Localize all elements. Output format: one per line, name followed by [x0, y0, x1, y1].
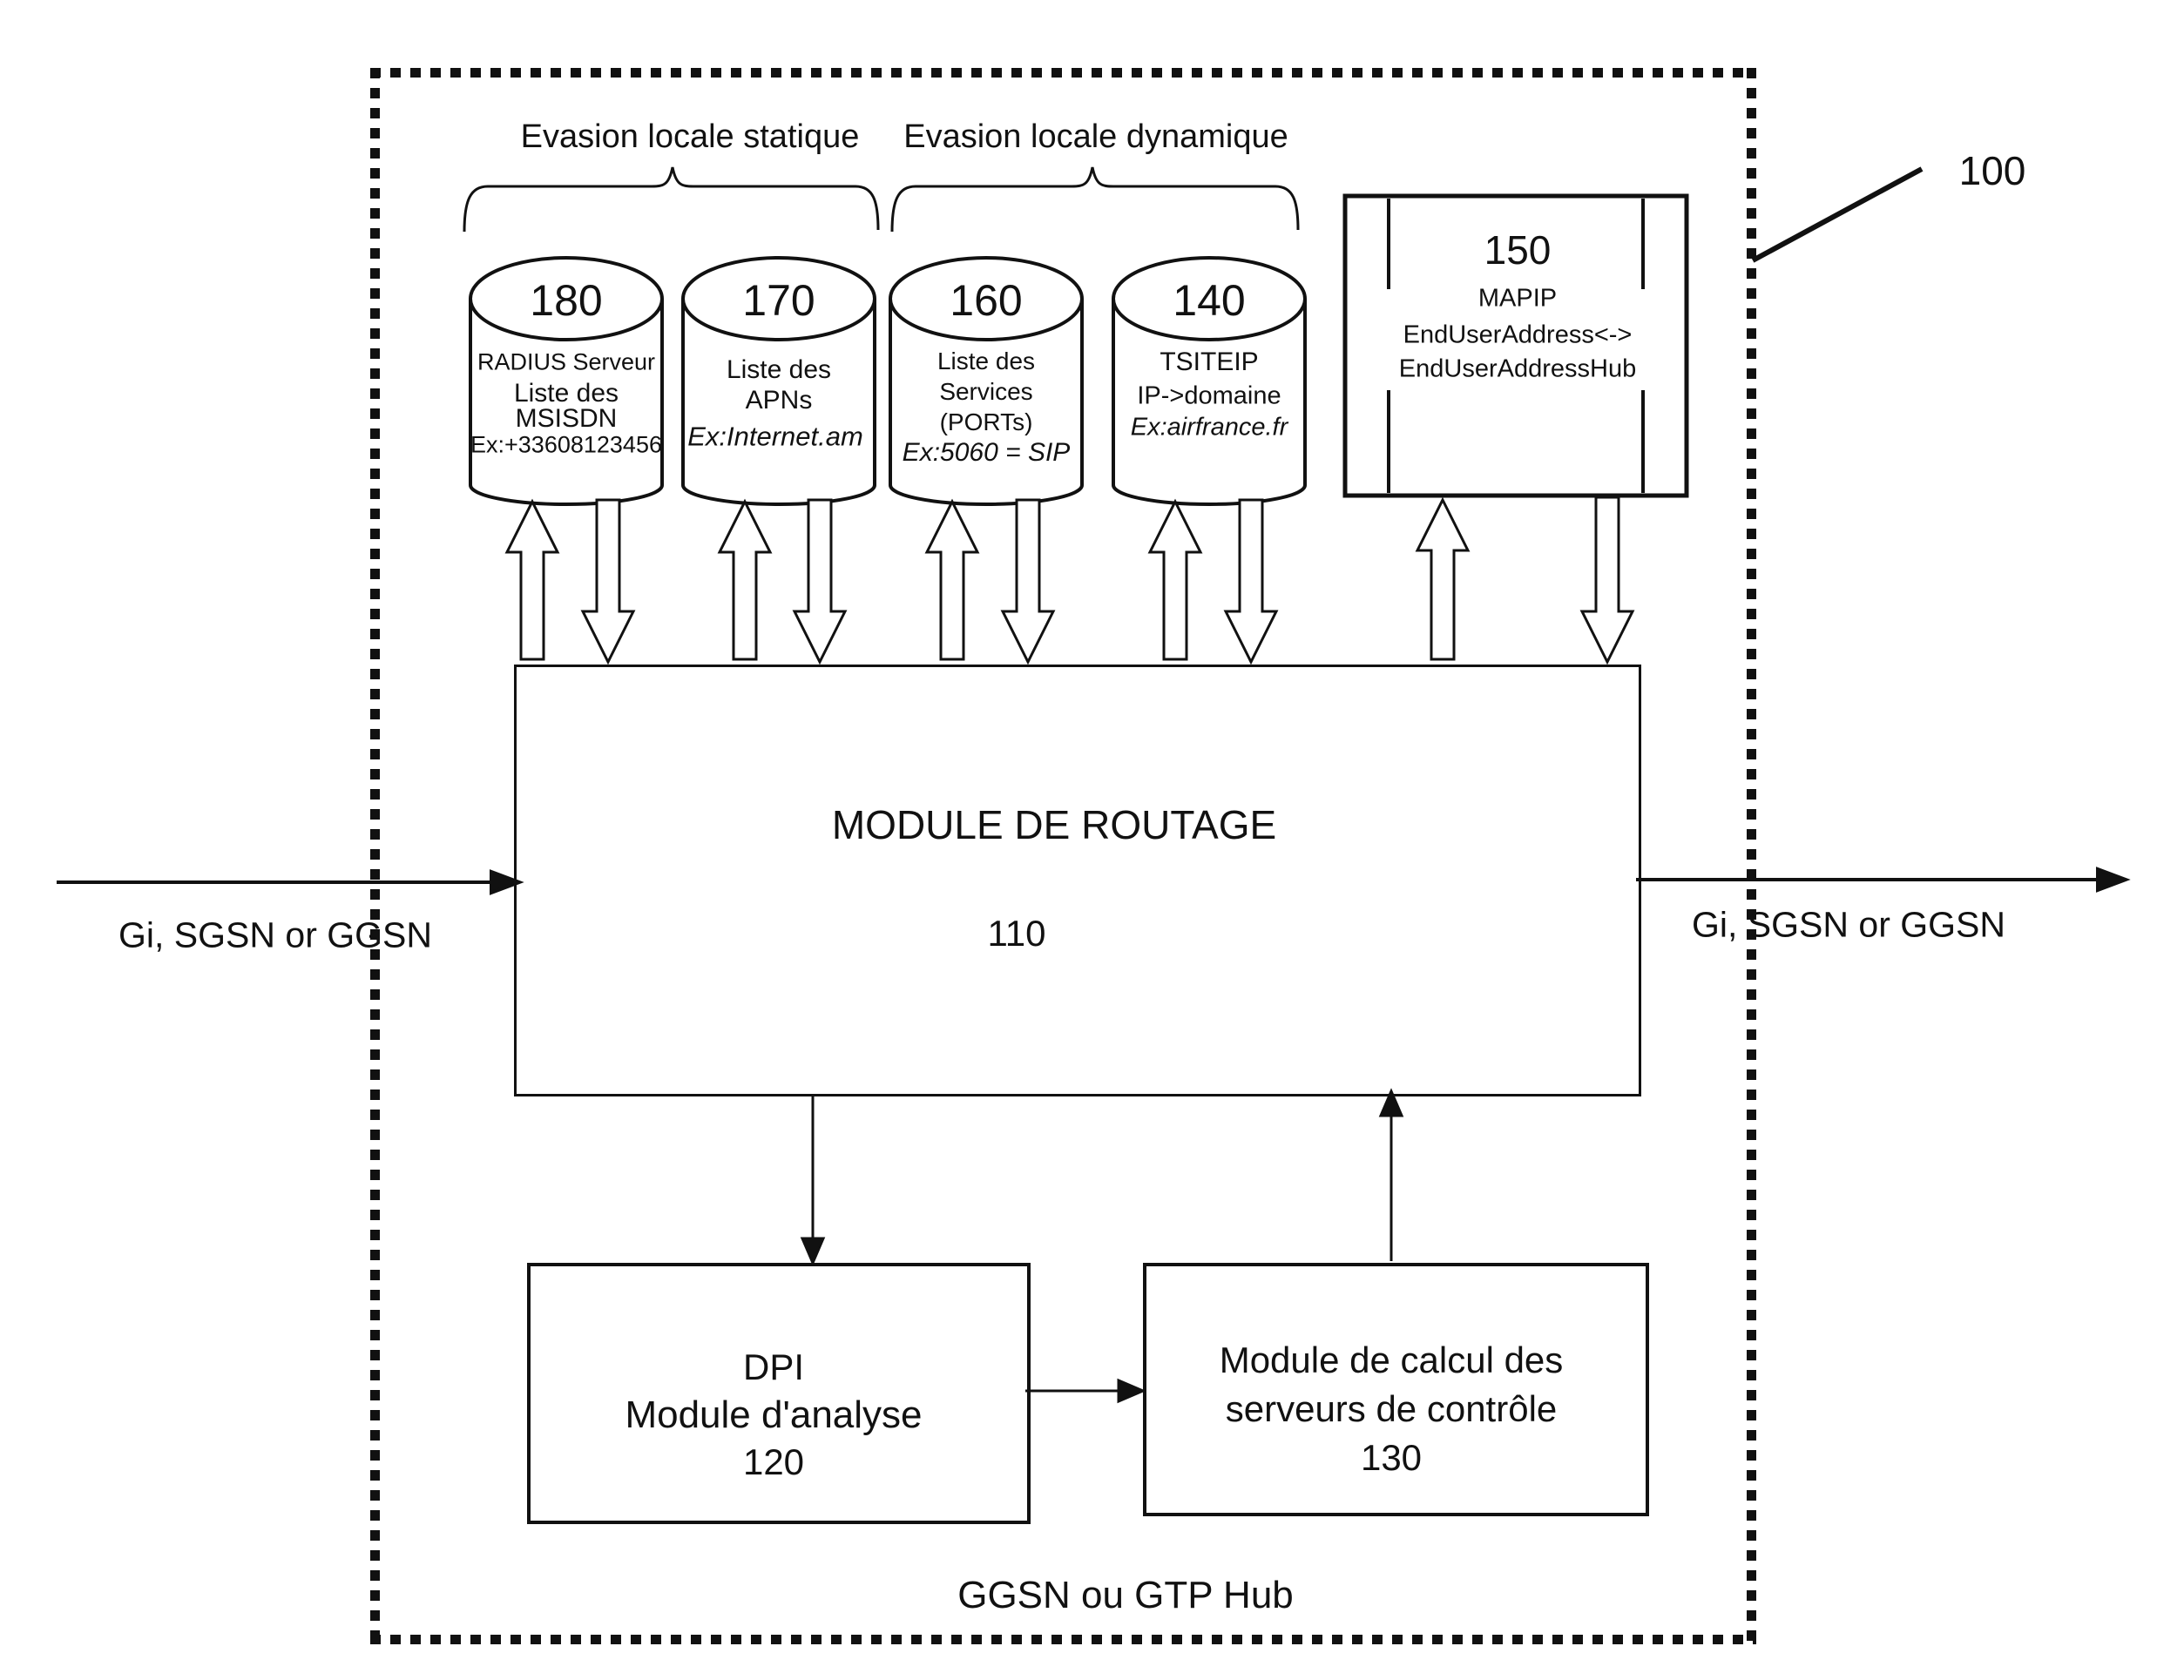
mapip-box-line2: EndUserAddress<-> [1403, 320, 1633, 349]
dpi-module-line1: DPI [742, 1346, 805, 1387]
down-arrow-180 [580, 498, 636, 665]
ggsn-hub-dashed-enclosure [370, 68, 1756, 1644]
enclosure-border-left [370, 68, 380, 1644]
mapip-box-line3: EndUserAddressHub [1398, 354, 1637, 383]
cylinder-180-shape [469, 256, 664, 506]
connector-dpi-to-calc [1025, 1378, 1146, 1404]
reference-leader-line [1751, 166, 1924, 263]
connector-calc-to-routing [1378, 1088, 1404, 1261]
figure-reference: 100 [1958, 148, 2026, 193]
cylinder-140-example: Ex:airfrance.fr [1130, 413, 1288, 442]
routing-module-title: MODULE DE ROUTAGE [831, 802, 1277, 847]
connector-routing-to-dpi [800, 1094, 826, 1266]
enclosure-border-top [370, 68, 1756, 78]
cylinder-170-line1: Liste des [726, 355, 832, 384]
up-arrow-170 [717, 498, 773, 661]
cylinder-140-shape [1112, 256, 1307, 506]
up-arrow-140 [1147, 498, 1203, 661]
cylinder-180-example: Ex:+33608123456 [470, 431, 662, 458]
cylinder-140-line1: TSITEIP [1160, 347, 1259, 376]
cylinder-180-line2: Liste des [513, 379, 619, 408]
cylinder-160-example: Ex:5060 = SIP [902, 438, 1071, 467]
flow-arrow-right [1636, 867, 2131, 893]
calc-module-ref: 130 [1360, 1437, 1423, 1478]
cylinder-140-ref: 140 [1173, 276, 1246, 325]
down-arrow-140 [1223, 498, 1279, 665]
routing-module-box [514, 665, 1641, 1096]
dpi-module-ref: 120 [742, 1441, 805, 1482]
cylinder-170-example: Ex:Internet.am [687, 421, 863, 452]
cylinder-160-line1: Liste des [936, 347, 1036, 374]
cylinder-170-shape [681, 256, 876, 506]
flow-label-left: Gi, SGSN or GGSN [118, 914, 432, 955]
cylinder-170-ref: 170 [742, 276, 815, 325]
enclosure-border-bottom [370, 1635, 1756, 1644]
calc-module-line1: Module de calcul des [1219, 1339, 1564, 1380]
up-arrow-160 [924, 498, 980, 661]
routing-module-ref: 110 [987, 913, 1046, 954]
label-evasion-statique: Evasion locale statique [520, 118, 860, 155]
calc-module-line2: serveurs de contrôle [1225, 1388, 1558, 1429]
brace-dynamic-group [890, 166, 1300, 233]
flow-arrow-left [57, 869, 524, 895]
cylinder-180-ref: 180 [530, 276, 603, 325]
dpi-module-box [527, 1263, 1031, 1524]
flow-label-right: Gi, SGSN or GGSN [1692, 904, 2005, 945]
down-arrow-170 [792, 498, 848, 665]
up-arrow-180 [504, 498, 560, 661]
mapip-box-shape [1342, 193, 1689, 498]
mapip-box-line1: MAPIP [1477, 284, 1558, 313]
cylinder-140-line2: IP->domaine [1137, 381, 1281, 410]
down-arrow-150 [1579, 496, 1635, 665]
cylinder-160-shape [889, 256, 1084, 506]
cylinder-180-line3: MSISDN [515, 404, 618, 433]
cylinder-160-line3: (PORTs) [939, 408, 1033, 435]
cylinder-170-line2: APNs [745, 386, 813, 415]
cylinder-180-line1: RADIUS Serveur [477, 348, 656, 375]
dpi-module-line2: Module d'analyse [625, 1393, 923, 1436]
label-evasion-dynamique: Evasion locale dynamique [903, 118, 1288, 155]
up-arrow-150 [1415, 496, 1471, 661]
cylinder-160-line2: Services [939, 378, 1033, 405]
cylinder-160-ref: 160 [950, 276, 1023, 325]
mapip-box-ref: 150 [1484, 227, 1552, 273]
enclosure-caption: GGSN ou GTP Hub [957, 1574, 1294, 1616]
down-arrow-160 [1000, 498, 1056, 665]
calc-module-box [1143, 1263, 1649, 1516]
enclosure-border-right [1747, 68, 1756, 1644]
brace-static-group [463, 166, 880, 233]
